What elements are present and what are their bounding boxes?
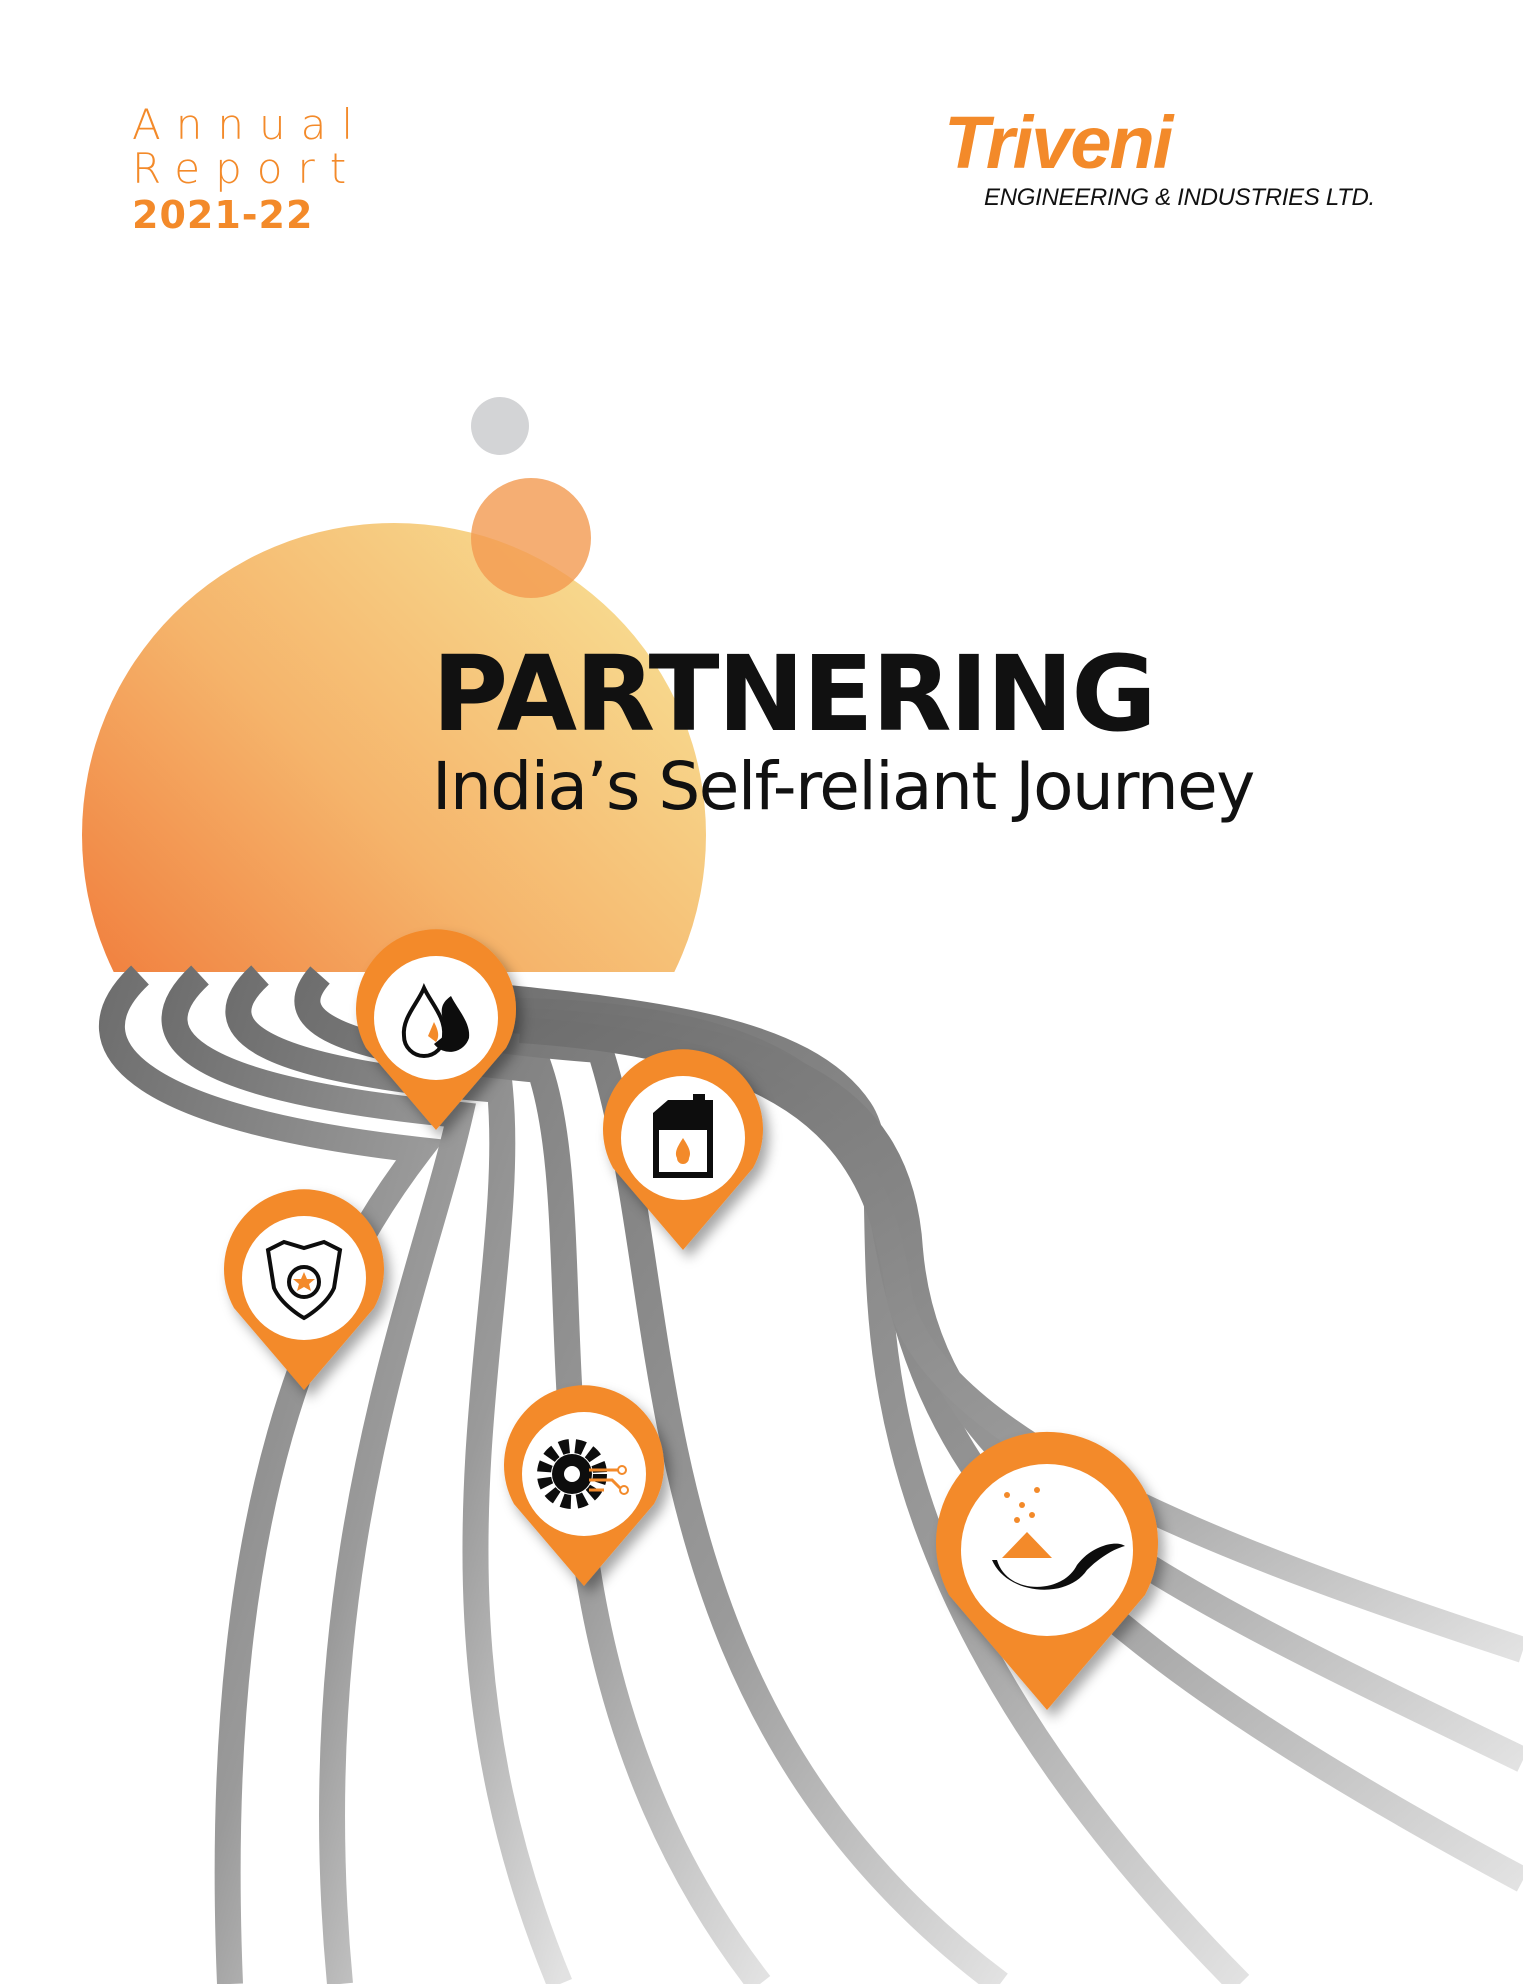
pin-sugar-spoon: [936, 1431, 1158, 1710]
report-text: Report: [132, 144, 362, 193]
annual-report-label: Annual Report 2021-22: [132, 100, 368, 237]
fuel-canister-icon: [653, 1094, 713, 1178]
defence-badge-icon: [265, 1239, 343, 1321]
sun: [82, 523, 706, 972]
company-logo: Triveni ENGINEERING & INDUSTRIES LTD.: [940, 106, 1375, 212]
headline: PARTNERING India’s Self-reliant Journey: [432, 633, 1255, 826]
orange-dot: [471, 478, 591, 598]
pin-defence-badge: [224, 1189, 384, 1390]
oil-drops-icon: [401, 982, 470, 1058]
headline-subtitle: India’s Self-reliant Journey: [432, 748, 1255, 826]
gear-circuit-icon: [537, 1439, 629, 1509]
annual-text: Annual: [132, 100, 368, 149]
grey-dot: [471, 397, 529, 455]
road: [99, 965, 1523, 1984]
pins: [224, 929, 1158, 1710]
logo-brand: Triveni: [944, 101, 1173, 184]
pin-oil-drops: [356, 929, 516, 1130]
pin-gear-circuit: [504, 1385, 664, 1586]
headline-title: PARTNERING: [432, 633, 1157, 755]
sugar-spoon-icon: [992, 1487, 1125, 1590]
report-year: 2021-22: [132, 193, 314, 237]
logo-subtitle: ENGINEERING & INDUSTRIES LTD.: [984, 184, 1375, 211]
pin-fuel-canister: [603, 1049, 763, 1250]
